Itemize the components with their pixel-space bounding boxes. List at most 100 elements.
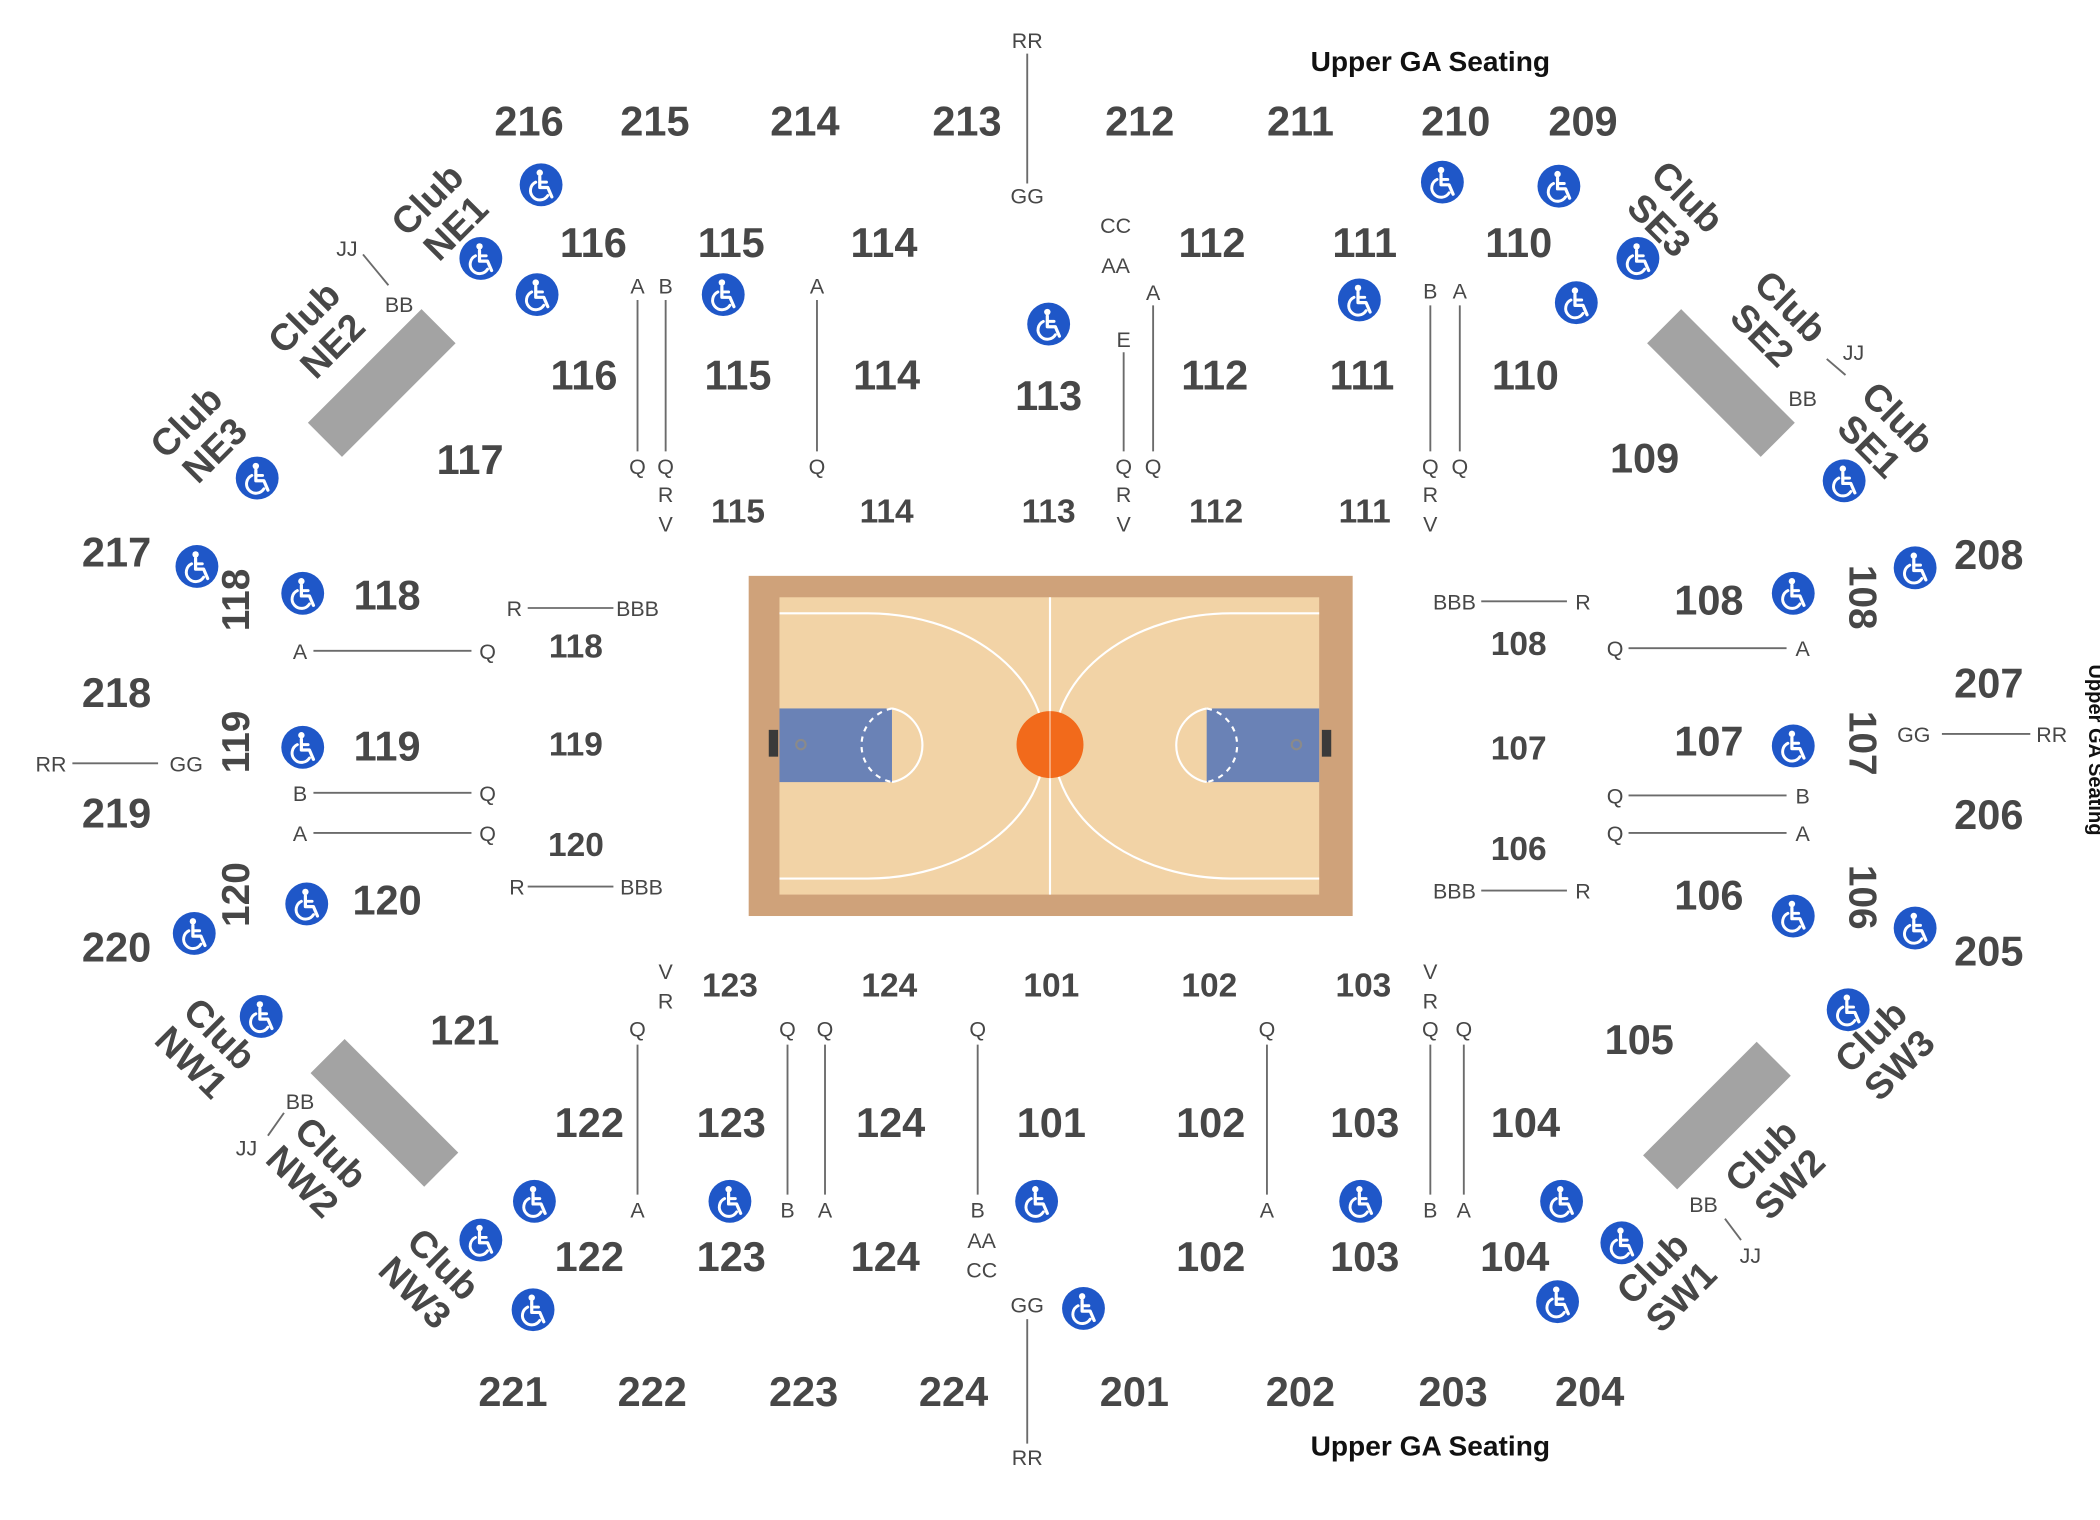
wheelchair-icon[interactable] (510, 1286, 557, 1333)
section-206[interactable]: 206 (1954, 791, 2023, 838)
section-211[interactable]: 211 (1267, 97, 1334, 144)
section-217[interactable]: 217 (82, 528, 151, 575)
section-124[interactable]: 124 (861, 967, 917, 1004)
section-101[interactable]: 101 (1023, 967, 1079, 1004)
wheelchair-icon[interactable] (1553, 279, 1600, 326)
wheelchair-icon[interactable] (457, 1217, 504, 1264)
section-108[interactable]: 108 (1674, 577, 1743, 624)
section-114[interactable]: 114 (853, 352, 920, 399)
section-202[interactable]: 202 (1266, 1368, 1335, 1415)
wheelchair-icon[interactable] (1534, 1278, 1581, 1325)
wheelchair-icon[interactable] (234, 455, 281, 502)
section-219[interactable]: 219 (82, 790, 151, 837)
section-101[interactable]: 101 (1017, 1099, 1086, 1146)
section-212[interactable]: 212 (1105, 97, 1174, 144)
section-106[interactable]: 106 (1491, 831, 1547, 868)
section-123[interactable]: 123 (697, 1233, 766, 1280)
section-108[interactable]: 108 (1841, 565, 1884, 630)
section-112[interactable]: 112 (1189, 493, 1243, 530)
wheelchair-icon[interactable] (238, 993, 285, 1040)
section-113[interactable]: 113 (1015, 372, 1082, 419)
wheelchair-icon[interactable] (700, 271, 747, 318)
section-115[interactable]: 115 (704, 352, 771, 399)
section-224[interactable]: 224 (919, 1368, 988, 1415)
section-216[interactable]: 216 (494, 97, 563, 144)
wheelchair-icon[interactable] (1538, 1178, 1585, 1225)
wheelchair-icon[interactable] (1419, 159, 1466, 206)
section-205[interactable]: 205 (1954, 928, 2023, 975)
section-120[interactable]: 120 (352, 877, 421, 924)
section-117[interactable]: 117 (437, 436, 504, 483)
section-102[interactable]: 102 (1176, 1099, 1245, 1146)
section-107[interactable]: 107 (1841, 711, 1884, 776)
club-box-ne[interactable] (307, 309, 456, 457)
section-103[interactable]: 103 (1330, 1233, 1399, 1280)
club-nw2-label[interactable]: Club NW2 (258, 1109, 375, 1226)
section-201[interactable]: 201 (1100, 1368, 1169, 1415)
section-110[interactable]: 110 (1485, 219, 1552, 266)
wheelchair-icon[interactable] (1892, 905, 1939, 952)
section-106[interactable]: 106 (1841, 865, 1884, 930)
section-118[interactable]: 118 (215, 569, 258, 632)
section-221[interactable]: 221 (478, 1368, 547, 1415)
wheelchair-icon[interactable] (511, 1178, 558, 1225)
wheelchair-icon[interactable] (1060, 1285, 1107, 1332)
section-222[interactable]: 222 (618, 1368, 687, 1415)
section-112[interactable]: 112 (1179, 219, 1246, 266)
wheelchair-icon[interactable] (283, 880, 330, 927)
section-111[interactable]: 111 (1332, 219, 1397, 266)
wheelchair-icon[interactable] (1614, 235, 1661, 282)
wheelchair-icon[interactable] (1598, 1219, 1645, 1266)
section-118[interactable]: 118 (549, 629, 603, 666)
section-104[interactable]: 104 (1491, 1099, 1560, 1146)
section-210[interactable]: 210 (1421, 97, 1490, 144)
wheelchair-icon[interactable] (1013, 1178, 1060, 1225)
section-103[interactable]: 103 (1330, 1099, 1399, 1146)
wheelchair-icon[interactable] (279, 724, 326, 771)
section-111[interactable]: 111 (1330, 352, 1395, 399)
section-124[interactable]: 124 (851, 1233, 920, 1280)
section-119[interactable]: 119 (354, 723, 421, 770)
wheelchair-icon[interactable] (1770, 892, 1817, 940)
wheelchair-icon[interactable] (1825, 986, 1872, 1033)
section-109[interactable]: 109 (1610, 435, 1679, 482)
section-122[interactable]: 122 (555, 1233, 624, 1280)
section-207[interactable]: 207 (1954, 660, 2023, 707)
section-220[interactable]: 220 (82, 924, 151, 971)
wheelchair-icon[interactable] (1821, 457, 1868, 504)
section-102[interactable]: 102 (1176, 1233, 1245, 1280)
section-123[interactable]: 123 (697, 1099, 766, 1146)
wheelchair-icon[interactable] (518, 161, 565, 208)
section-121[interactable]: 121 (430, 1007, 499, 1054)
section-115[interactable]: 115 (698, 219, 765, 266)
section-215[interactable]: 215 (620, 97, 689, 144)
section-124[interactable]: 124 (856, 1099, 925, 1146)
section-223[interactable]: 223 (769, 1368, 838, 1415)
club-box-sw[interactable] (1643, 1041, 1791, 1190)
wheelchair-icon[interactable] (279, 570, 326, 617)
section-119[interactable]: 119 (549, 726, 603, 763)
section-116[interactable]: 116 (560, 219, 627, 266)
wheelchair-icon[interactable] (173, 543, 220, 590)
wheelchair-icon[interactable] (1337, 1178, 1384, 1225)
wheelchair-icon[interactable] (514, 271, 561, 318)
wheelchair-icon[interactable] (1770, 570, 1817, 617)
wheelchair-icon[interactable] (457, 235, 504, 282)
section-112[interactable]: 112 (1181, 352, 1248, 399)
club-box-se[interactable] (1647, 309, 1795, 457)
club-box-nw[interactable] (310, 1039, 459, 1187)
section-118[interactable]: 118 (354, 571, 421, 618)
wheelchair-icon[interactable] (171, 910, 218, 957)
section-104[interactable]: 104 (1480, 1233, 1549, 1280)
section-214[interactable]: 214 (770, 97, 839, 144)
section-110[interactable]: 110 (1492, 352, 1559, 399)
section-115[interactable]: 115 (711, 493, 765, 530)
section-208[interactable]: 208 (1954, 531, 2023, 578)
section-120[interactable]: 120 (215, 862, 258, 927)
section-105[interactable]: 105 (1605, 1016, 1674, 1063)
wheelchair-icon[interactable] (1535, 163, 1582, 210)
section-107[interactable]: 107 (1674, 717, 1743, 764)
section-108[interactable]: 108 (1491, 626, 1547, 663)
section-103[interactable]: 103 (1335, 967, 1391, 1004)
section-102[interactable]: 102 (1181, 967, 1237, 1004)
